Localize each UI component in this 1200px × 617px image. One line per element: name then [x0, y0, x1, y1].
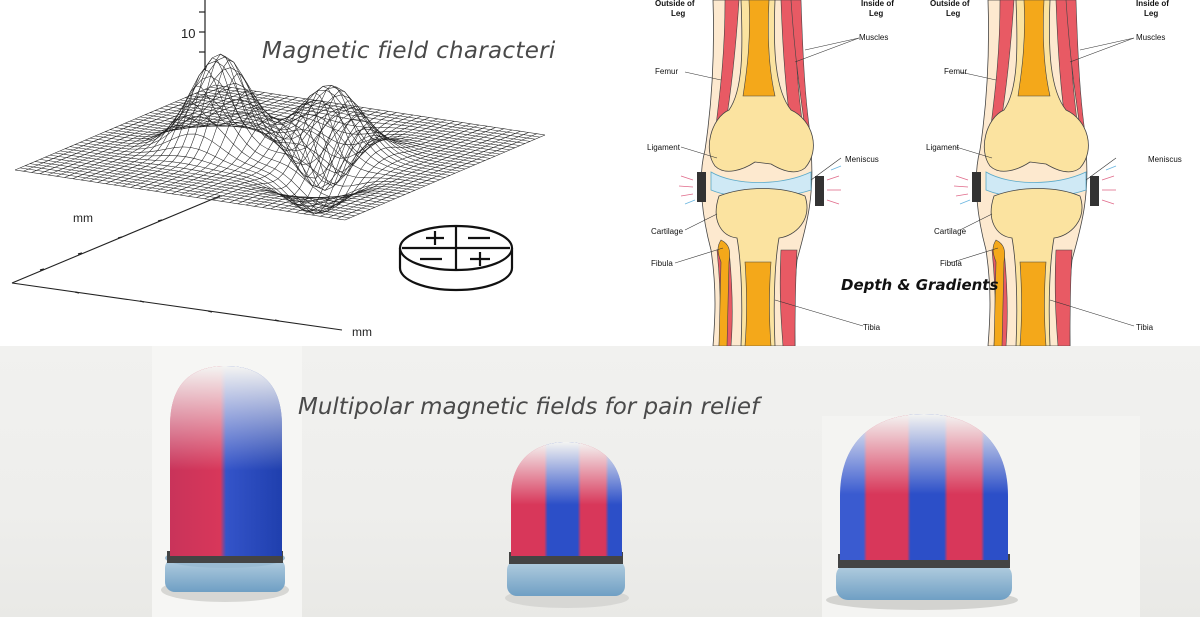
mesh-line — [320, 130, 521, 217]
label-femur-right: Femur — [944, 67, 967, 76]
mesh-line — [221, 84, 422, 202]
label-cartilage-left: Cartilage — [651, 227, 684, 236]
mesh-line — [204, 89, 536, 140]
mesh-line — [124, 85, 456, 174]
mesh-line — [295, 127, 496, 213]
multipolar-magnets-photo: Multipolar magnetic fields for pain reli… — [0, 346, 1200, 617]
mesh-line — [174, 101, 506, 159]
label-femur-left: Femur — [655, 67, 678, 76]
mesh-line — [254, 121, 455, 215]
y-axis — [11, 195, 221, 284]
mesh-line — [149, 112, 481, 179]
z-tick-label: 10 — [181, 26, 195, 41]
surface-mesh — [14, 53, 546, 221]
mesh-line — [245, 113, 447, 212]
label-meniscus-right: Meniscus — [1148, 155, 1182, 164]
mesh-line — [303, 128, 504, 215]
svg-text:Leg: Leg — [1144, 9, 1158, 18]
mesh-line — [119, 82, 451, 176]
mesh-line — [270, 123, 471, 210]
label-inside-leg-right: Inside of — [1136, 0, 1169, 8]
label-meniscus-left: Meniscus — [845, 155, 879, 164]
label-outside-leg-left: Outside of — [655, 0, 695, 8]
label-muscles-left: Muscles — [859, 33, 888, 42]
multipolar-disc-icon — [398, 224, 514, 292]
label-fibula-right: Fibula — [940, 259, 962, 268]
label-outside-leg-right: Outside of — [930, 0, 970, 8]
axis-label-mm-bottom: mm — [352, 325, 372, 339]
mesh-line — [154, 110, 486, 189]
label-ligament-left: Ligament — [647, 143, 681, 152]
label-inside-leg-left: Inside of — [861, 0, 894, 8]
mesh-line — [134, 94, 466, 170]
knee-diagram-left — [678, 0, 842, 346]
label-fibula-left: Fibula — [651, 259, 673, 268]
knee-diagrams-svg: Outside of Leg Inside of Leg Muscles Fem… — [647, 0, 1182, 346]
mesh-line — [209, 86, 541, 138]
depth-gradients-caption: Depth & Gradients — [841, 276, 999, 294]
mesh-line — [229, 90, 430, 203]
magnets-svg — [152, 346, 1140, 617]
label-tibia-left: Tibia — [863, 323, 881, 332]
svg-text:Leg: Leg — [869, 9, 883, 18]
knee-diagram-right — [953, 0, 1117, 346]
surface-plot-svg: 10 mm mm — [11, 0, 546, 339]
svg-text:Leg: Leg — [946, 9, 960, 18]
mesh-line — [344, 134, 546, 221]
label-tibia-right: Tibia — [1136, 323, 1154, 332]
label-muscles-right: Muscles — [1136, 33, 1165, 42]
label-cartilage-right: Cartilage — [934, 227, 967, 236]
magnet-tall — [161, 366, 289, 602]
mesh-line — [262, 122, 463, 213]
mesh-line — [278, 124, 480, 211]
axis-label-mm-left: mm — [73, 211, 93, 225]
mesh-line — [287, 125, 488, 212]
magnet-small — [505, 442, 629, 608]
plot-title: Magnetic field characteristics — [262, 38, 556, 64]
mesh-line — [169, 103, 501, 174]
mesh-line — [144, 114, 476, 165]
magnet-large-dome — [826, 414, 1018, 610]
mesh-line — [336, 133, 537, 220]
mesh-line — [194, 93, 526, 144]
magnetic-field-plot: 10 mm mm Magnetic field characteristics — [0, 0, 556, 346]
multipolar-caption: Multipolar magnetic fields for pain reli… — [298, 394, 760, 420]
mesh-line — [214, 84, 546, 136]
knee-anatomy-diagrams: Outside of Leg Inside of Leg Muscles Fem… — [645, 0, 1200, 346]
mesh-line — [159, 108, 491, 191]
mesh-line — [311, 129, 513, 216]
mesh-line — [189, 95, 521, 146]
label-ligament-right: Ligament — [926, 143, 960, 152]
mesh-line — [237, 100, 438, 206]
mesh-line — [196, 102, 397, 198]
x-axis — [11, 282, 343, 331]
mesh-line — [138, 59, 339, 189]
mesh-line — [139, 106, 471, 168]
mesh-line — [328, 132, 529, 218]
mesh-line — [179, 99, 511, 151]
mesh-line — [199, 91, 531, 142]
mesh-line — [164, 105, 496, 185]
mesh-line — [184, 97, 516, 148]
svg-text:Leg: Leg — [671, 9, 685, 18]
